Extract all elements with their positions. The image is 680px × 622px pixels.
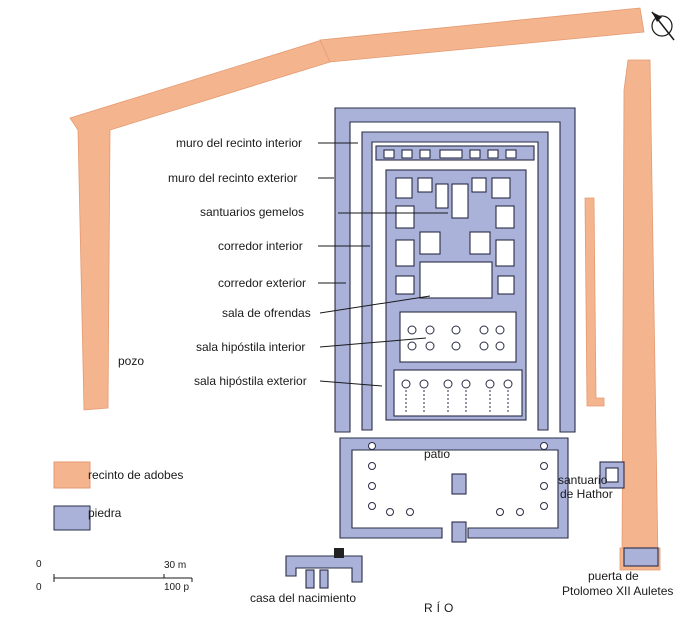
legend-swatch-stone [53,505,91,531]
birth-house [285,548,363,589]
scale-meters: 30 m [164,560,186,571]
label-santuarios: santuarios gemelos [200,205,304,219]
label-corredor-interior: corredor interior [218,239,303,253]
leader-lines [318,142,448,387]
label-santuario-hathor-l2: de Hathor [560,487,613,501]
rear-chambers [375,145,535,161]
label-muro-exterior: muro del recinto exterior [168,171,297,185]
ptolemy-gate [623,547,659,567]
temple-core [385,169,527,421]
label-corredor-exterior: corredor exterior [218,276,306,290]
outer-stone-wall [334,107,576,433]
label-rio: RÍO [424,600,457,615]
label-pozo: pozo [118,354,144,368]
inner-hypostyle-columns [407,325,505,351]
inner-stone-wall [361,131,549,431]
legend-swatch-adobe [53,461,91,489]
label-casa-nacimiento: casa del nacimiento [250,591,356,605]
scale-feet: 100 p [164,582,189,593]
legend-label-adobe: recinto de adobes [88,468,183,482]
label-hipostila-interior: sala hipóstila interior [196,340,305,354]
hathor-sanctuary [599,461,625,489]
scale-zero-top: 0 [36,559,42,570]
label-santuario-hathor-l1: santuario [558,473,608,487]
label-muro-interior: muro del recinto interior [176,136,302,150]
label-patio: patio [424,447,450,461]
legend: recinto de adobes piedra [53,461,183,531]
label-sala-ofrendas: sala de ofrendas [222,306,311,320]
label-puerta-ptolomeo: puerta de Ptolomeo XII Auletes [562,569,673,598]
legend-label-stone: piedra [88,506,122,520]
scale-bar: 0 0 30 m 100 p [36,559,193,593]
courtyard [339,437,569,543]
scale-zero-bottom: 0 [36,582,42,593]
label-puerta-l1: puerta de [588,569,639,583]
adobe-enclosure [69,7,661,571]
north-arrow-icon [651,11,675,41]
label-puerta-l2: Ptolomeo XII Auletes [562,584,673,598]
label-hipostila-exterior: sala hipóstila exterior [194,374,307,388]
outer-hypostyle-columns [401,379,513,414]
label-santuario-hathor: santuario de Hathor [558,473,613,501]
